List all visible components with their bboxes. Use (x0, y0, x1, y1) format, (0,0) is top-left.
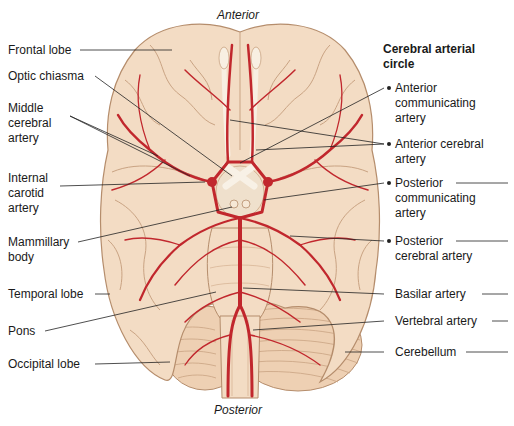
leader-lines (45, 50, 508, 364)
structure-label: Optic chiasma (8, 69, 84, 84)
structure-label: Internal carotid artery (8, 171, 62, 216)
structure-label: Cerebral arterial circle (383, 42, 505, 72)
structure-label: Basilar artery (395, 287, 466, 302)
structure-label: Anterior (198, 8, 278, 23)
structure-label: Anterior cerebral artery (395, 137, 507, 167)
vertebral-artery (240, 305, 252, 396)
olfactory-bulb (219, 47, 261, 69)
optic-chiasma (226, 166, 254, 186)
structure-label: Vertebral artery (395, 314, 477, 329)
internal-carotid (207, 177, 273, 187)
vertebral-artery (228, 305, 240, 396)
hypothalamus (216, 166, 264, 218)
structure-label: Posterior cerebral artery (395, 234, 485, 264)
structure-label: Cerebellum (395, 345, 456, 360)
structure-label: Posterior communicating artery (395, 176, 507, 221)
mammillary-body (230, 200, 250, 208)
medulla-lines (232, 320, 248, 396)
structure-label: Temporal lobe (8, 287, 83, 302)
structure-label: Pons (8, 324, 35, 339)
structure-label: Occipital lobe (8, 357, 80, 372)
structure-label: Posterior (198, 403, 278, 418)
structure-label: Middle cerebral artery (8, 101, 62, 146)
bullets (387, 86, 391, 243)
arteries (112, 45, 368, 396)
gyri (108, 32, 372, 365)
structure-label: Anterior communicating artery (395, 81, 507, 126)
structure-label: Mammillary body (8, 235, 80, 265)
medulla (220, 316, 260, 398)
structure-label: Frontal lobe (8, 43, 71, 58)
